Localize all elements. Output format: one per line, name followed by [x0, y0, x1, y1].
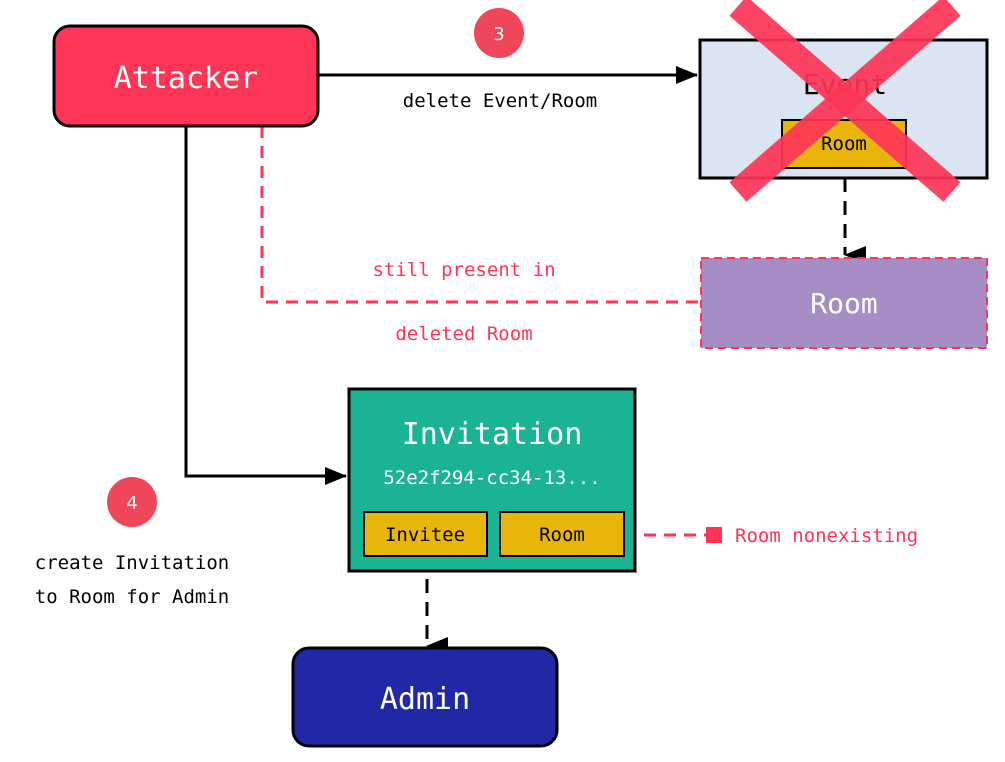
invitation-room-label: Room: [539, 524, 585, 546]
invitation-id: 52e2f294-cc34-13...: [383, 467, 600, 489]
deleted-cross-icon: [729, 0, 961, 202]
step-4-number: 4: [126, 493, 137, 514]
edge-still-present: [260, 126, 700, 304]
step-4-label-line2: to Room for Admin: [35, 586, 229, 608]
still-present-label-line2: deleted Room: [395, 323, 532, 345]
attacker-node: [52, 24, 320, 128]
step-3-label: delete Event/Room: [403, 90, 597, 112]
invitee-node: [363, 511, 488, 557]
invitation-room-node: [499, 511, 625, 557]
step-3-badge: [474, 8, 524, 58]
room-nonexisting-label: Room nonexisting: [735, 525, 918, 547]
admin-label: Admin: [380, 682, 470, 717]
deleted-room-label: Room: [810, 287, 877, 320]
invitation-label: Invitation: [402, 417, 583, 452]
admin-node: [291, 646, 559, 748]
event-room-label: Room: [821, 133, 867, 155]
still-present-label-line1: still present in: [372, 259, 555, 281]
deleted-room-node: [700, 257, 988, 349]
step-4-badge: [107, 477, 157, 527]
invitee-label: Invitee: [385, 524, 465, 546]
step-4-label-line1: create Invitation: [35, 552, 229, 574]
attacker-label: Attacker: [114, 61, 259, 96]
step-3-number: 3: [493, 24, 504, 45]
room-nonexisting-marker: [706, 527, 722, 543]
edge-create-invitation: [184, 126, 347, 485]
